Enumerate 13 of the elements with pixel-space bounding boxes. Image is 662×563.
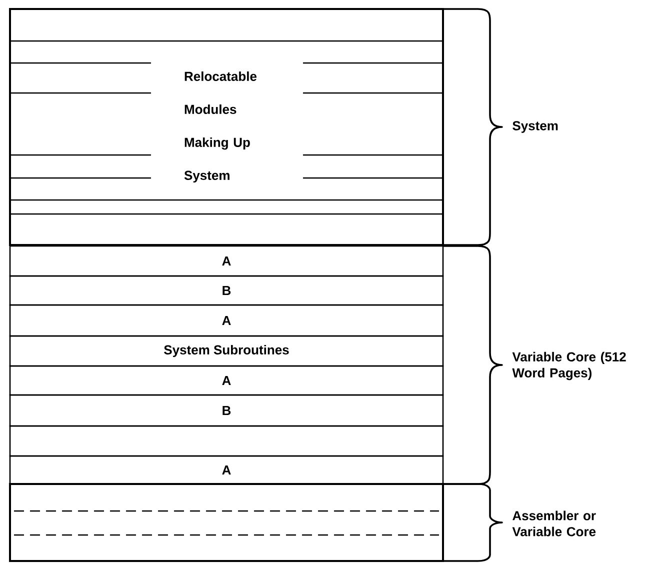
memory-row: A bbox=[9, 365, 444, 396]
brace-label: System bbox=[512, 121, 558, 133]
memory-row bbox=[9, 425, 444, 457]
memory-row: System Subroutines bbox=[9, 335, 444, 367]
brace-label: Variable Core (512 Word Pages) bbox=[512, 352, 626, 380]
memory-row: A bbox=[9, 304, 444, 337]
memory-row: A bbox=[9, 455, 444, 485]
memory-row: B bbox=[9, 394, 444, 427]
brace-label: Assembler or Variable Core bbox=[512, 510, 596, 536]
memory-row: B bbox=[9, 275, 444, 306]
memory-section: Relocatable Modules Making Up System bbox=[9, 8, 444, 246]
memory-section bbox=[9, 483, 444, 562]
memory-row: A bbox=[9, 245, 444, 277]
